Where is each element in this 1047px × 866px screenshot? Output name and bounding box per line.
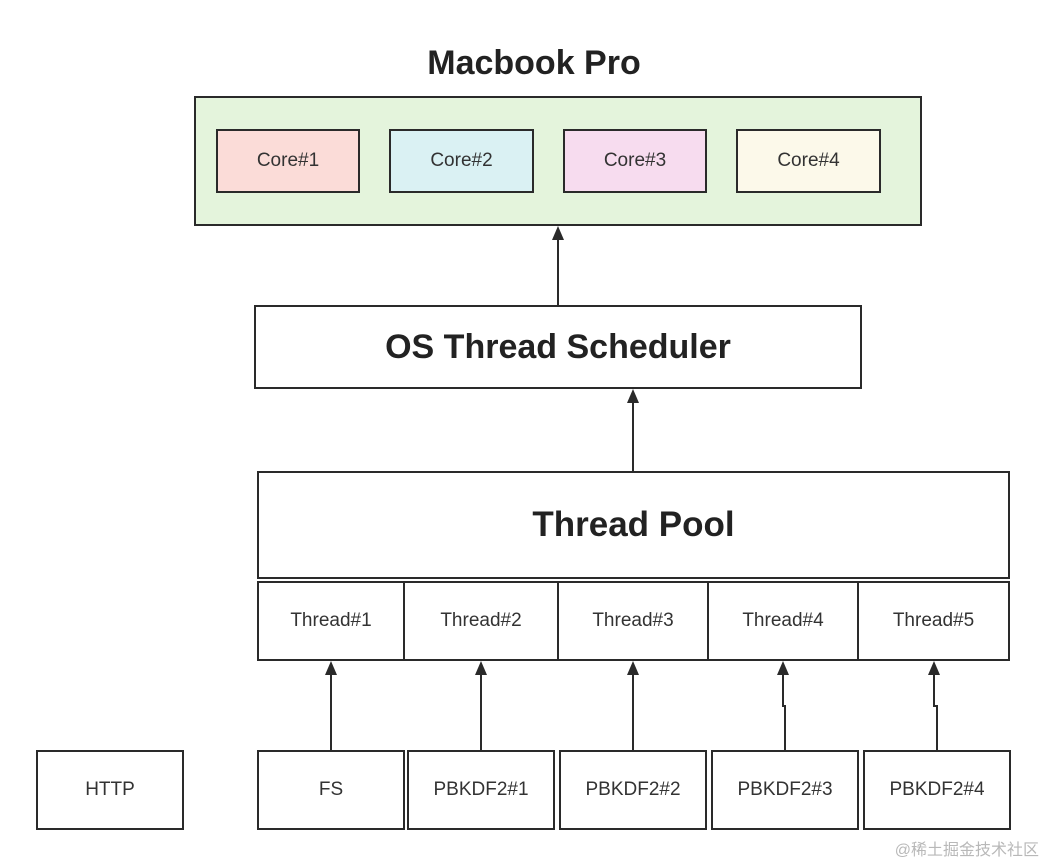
- arrow-scheduler-to-machine-head: [552, 226, 564, 240]
- thread-label: Thread#2: [440, 610, 522, 631]
- thread-4: Thread#4: [707, 581, 859, 661]
- watermark: @稀土掘金技术社区: [894, 842, 1039, 859]
- thread-3: Thread#3: [557, 581, 709, 661]
- thread-label: Thread#4: [742, 610, 824, 631]
- thread-label: Thread#5: [892, 610, 975, 631]
- task-label: HTTP: [85, 779, 135, 800]
- scheduler-label: OS Thread Scheduler: [385, 327, 731, 366]
- task-pbkdf2-1: PBKDF2#1: [407, 750, 555, 830]
- task-pbkdf2-3: PBKDF2#3: [711, 750, 859, 830]
- arrow-pbkdf2-4-to-thread-5-head: [928, 661, 940, 675]
- task-label: PBKDF2#2: [585, 779, 681, 800]
- thread-label: Thread#3: [592, 610, 674, 631]
- task-pbkdf2-2: PBKDF2#2: [559, 750, 707, 830]
- thread-pool-box: Thread Pool: [257, 471, 1010, 579]
- task-pbkdf2-4: PBKDF2#4: [863, 750, 1011, 830]
- core-4: Core#4: [736, 129, 881, 193]
- task-label: PBKDF2#3: [737, 779, 833, 800]
- core-3: Core#3: [563, 129, 707, 193]
- task-label: PBKDF2#1: [433, 779, 529, 800]
- task-http: HTTP: [36, 750, 184, 830]
- arrow-pbkdf2-4-to-thread-5: [933, 675, 938, 750]
- core-label: Core#3: [603, 150, 667, 171]
- task-label: FS: [318, 779, 344, 800]
- thread-pool-label: Thread Pool: [532, 505, 735, 544]
- task-label: PBKDF2#4: [889, 779, 985, 800]
- arrow-pbkdf2-3-to-thread-4-head: [777, 661, 789, 675]
- arrow-pbkdf2-1-to-thread-2-head: [475, 661, 487, 675]
- thread-5: Thread#5: [857, 581, 1010, 661]
- os-thread-scheduler-box: OS Thread Scheduler: [254, 305, 862, 389]
- thread-label: Thread#1: [290, 610, 372, 631]
- thread-2: Thread#2: [403, 581, 559, 661]
- task-fs: FS: [257, 750, 405, 830]
- core-label: Core#2: [430, 150, 493, 171]
- arrow-pool-to-scheduler-head: [627, 389, 639, 403]
- core-1: Core#1: [216, 129, 360, 193]
- machine-title: Macbook Pro: [427, 44, 641, 82]
- arrow-pbkdf2-3-to-thread-4: [782, 675, 786, 750]
- arrow-pbkdf2-2-to-thread-3-head: [627, 661, 639, 675]
- core-2: Core#2: [389, 129, 534, 193]
- core-label: Core#4: [777, 150, 840, 171]
- arrow-fs-to-thread-1-head: [325, 661, 337, 675]
- core-label: Core#1: [256, 150, 320, 171]
